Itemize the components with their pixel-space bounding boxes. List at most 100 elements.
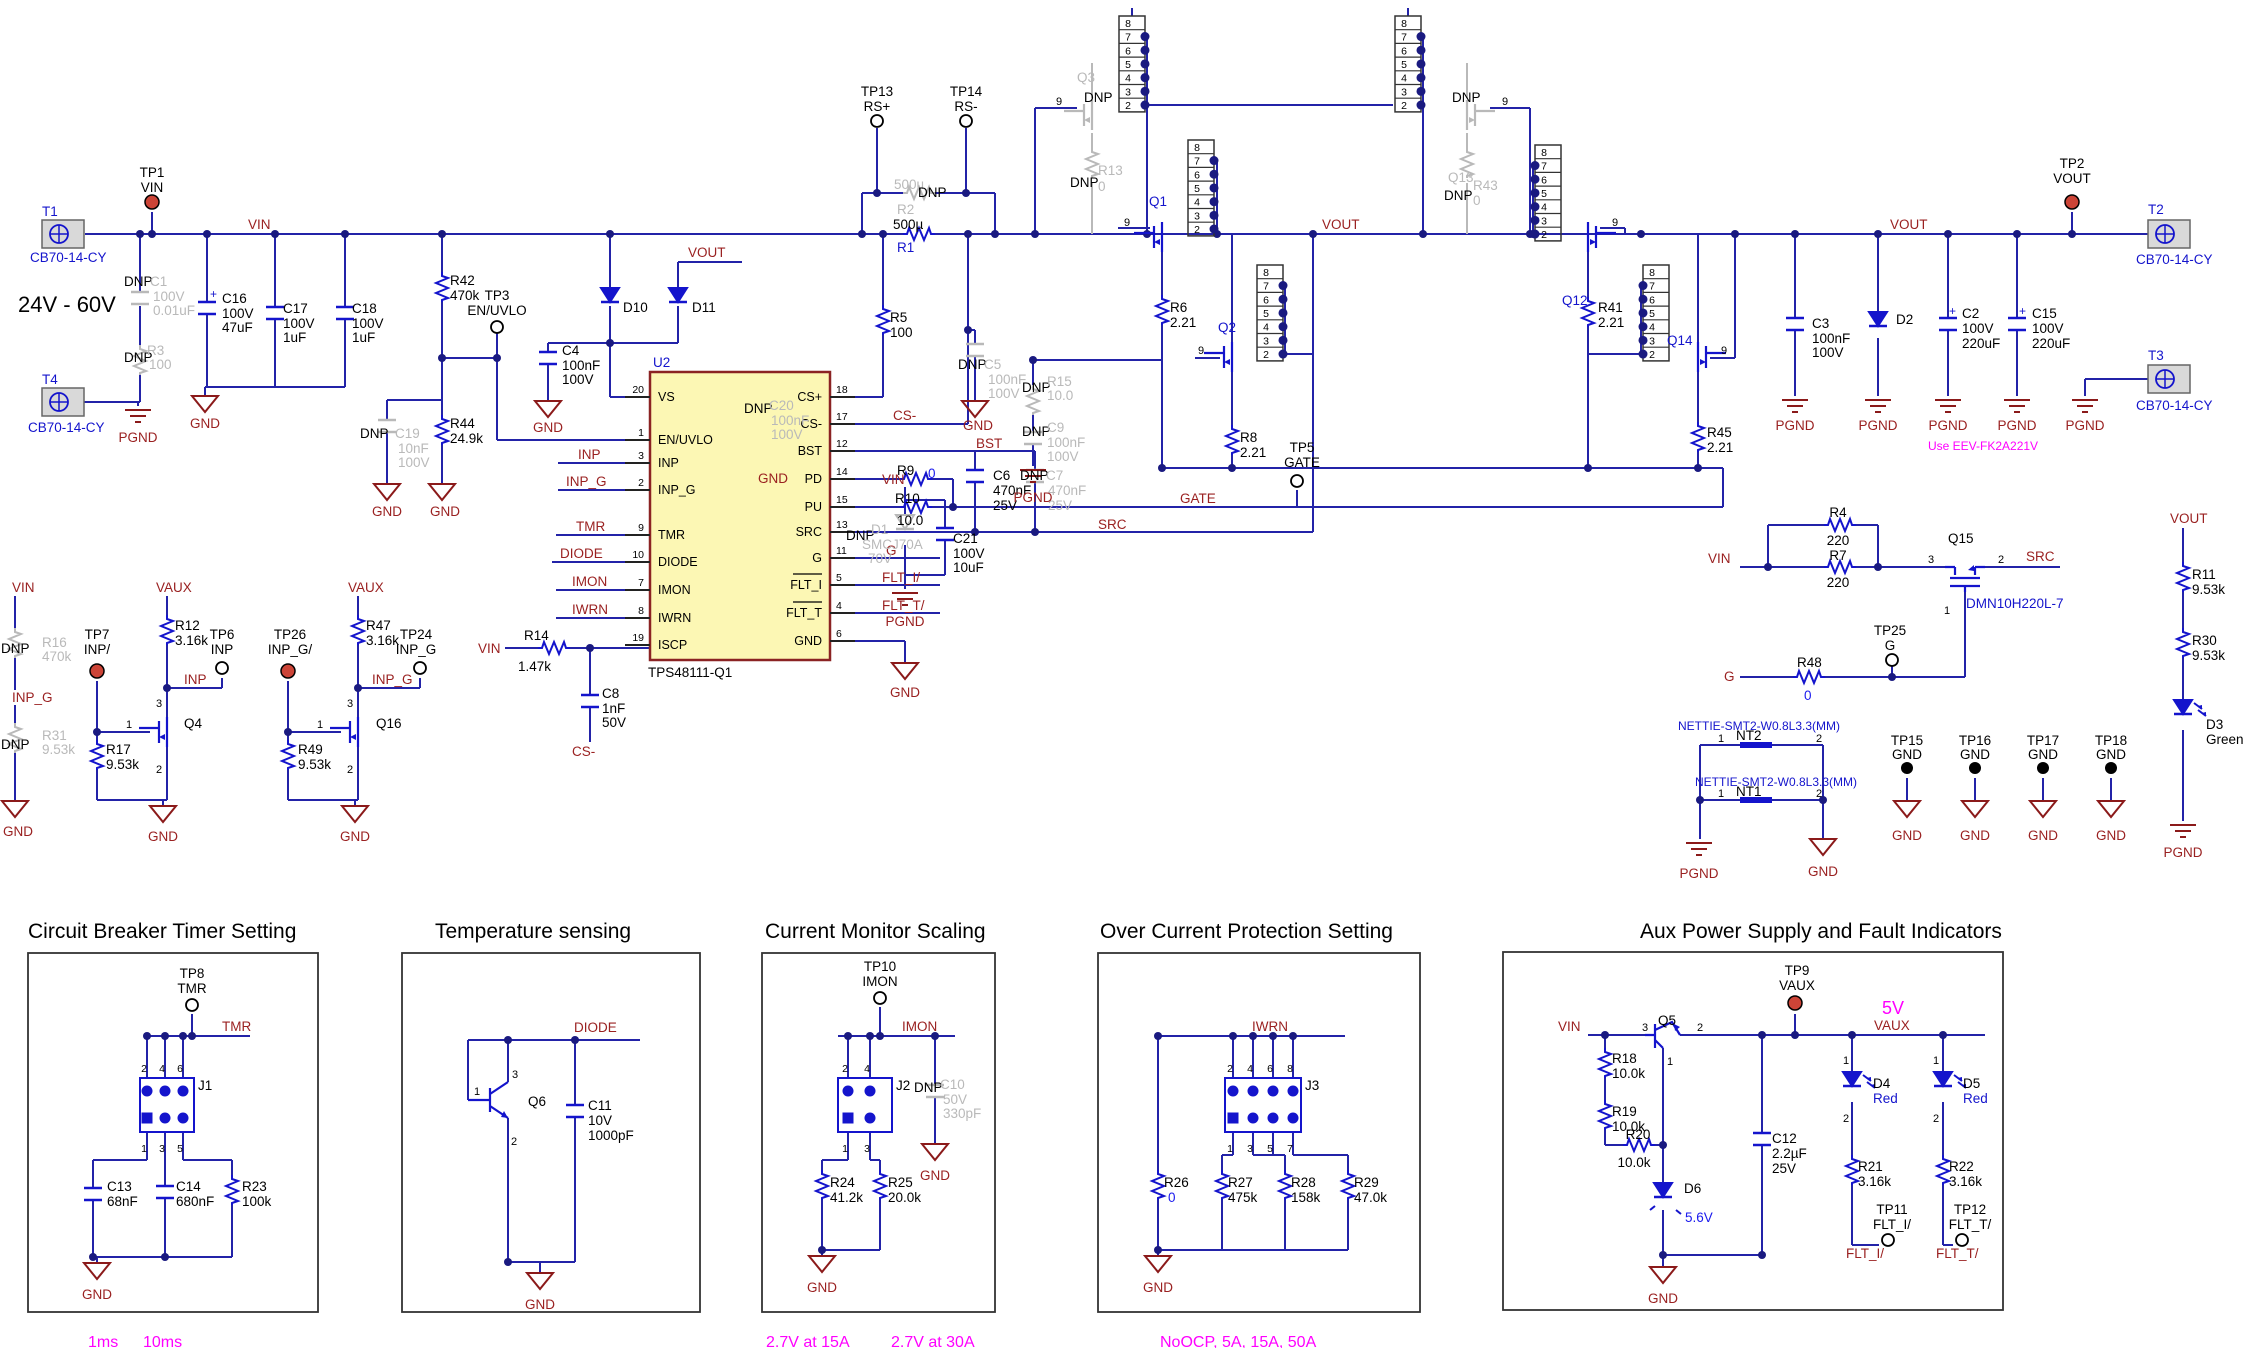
tp17-ref: TP17 xyxy=(2027,733,2059,748)
chip-pin-number-left: 7 xyxy=(638,577,644,589)
junction-dot xyxy=(179,1032,187,1040)
c2-val: 220uF xyxy=(1962,336,2000,351)
mosfet-arrow xyxy=(1154,239,1160,245)
junction-dot xyxy=(1758,1251,1766,1259)
c1-val: 0.01uF xyxy=(153,303,195,318)
vout-d3: VOUT xyxy=(2170,511,2208,526)
q1-9: 9 xyxy=(1124,217,1130,229)
junction-dot xyxy=(203,230,211,238)
r15-val: 10.0 xyxy=(1047,388,1073,403)
diode-symbol xyxy=(599,287,621,304)
r10-ref: R10 xyxy=(895,491,920,506)
junction-dot xyxy=(1419,230,1427,238)
jumper-pin-number-top: 4 xyxy=(864,1063,870,1075)
d1-ref: D1 xyxy=(871,522,888,537)
ladder-pin-number: 5 xyxy=(1649,308,1655,320)
c8-v: 1nF xyxy=(602,701,625,716)
r44-val: 24.9k xyxy=(450,431,483,446)
q16-1: 1 xyxy=(317,719,323,731)
ladder-pin-dot xyxy=(1140,100,1150,110)
capacitor-symbol xyxy=(378,418,396,434)
c9-v2: 100V xyxy=(1047,449,1079,464)
gnd-c19: GND xyxy=(372,504,402,519)
npn-arrow-q6 xyxy=(501,1111,508,1118)
tp1-net: VIN xyxy=(141,180,164,195)
src-q15: SRC xyxy=(2026,549,2055,564)
gnd-u2: GND xyxy=(890,685,920,700)
junction-dot xyxy=(962,189,970,197)
c10-dnp: DNP xyxy=(914,1080,943,1095)
gnd-symbol xyxy=(919,1143,951,1162)
tp24-net: INP_G xyxy=(396,642,437,657)
pgnd-d2: PGND xyxy=(1858,418,1897,433)
r2-val: 500u xyxy=(894,177,924,192)
d5-ref: D5 xyxy=(1963,1076,1980,1091)
jumper-pin-number-top: 2 xyxy=(842,1063,848,1075)
chip-pin-number-right: 13 xyxy=(836,519,848,531)
imon-net: IMON xyxy=(902,1019,937,1034)
d1-part: SMCJ70A xyxy=(862,537,923,552)
resistor-symbol-dnp xyxy=(131,345,149,375)
jumper-pin-number-top: 8 xyxy=(1287,1063,1293,1075)
chip-pin-number-right: 6 xyxy=(836,628,842,640)
d5-1: 1 xyxy=(1933,1055,1939,1067)
ladder-pin-dot xyxy=(1209,224,1219,234)
t1-part: CB70-14-CY xyxy=(30,250,107,265)
ann-30a: 2.7V at 30A xyxy=(891,1334,975,1348)
c11-val: 1000pF xyxy=(588,1128,634,1143)
c3-v2: 100V xyxy=(1812,345,1844,360)
c6-v2: 25V xyxy=(993,498,1017,513)
pgnd-c9: PGND xyxy=(1013,490,1052,505)
c8-v2: 50V xyxy=(602,715,626,730)
ladder-pin-dot xyxy=(1638,294,1648,304)
jumper-pin-dot xyxy=(1287,1085,1299,1097)
ladder-pin-dot xyxy=(1278,308,1288,318)
resistor-symbol xyxy=(279,740,297,770)
pgnd-symbol xyxy=(1686,842,1712,856)
bst-net: BST xyxy=(976,436,1002,451)
q16-2: 2 xyxy=(347,764,353,776)
iwrn-net: IWRN xyxy=(1252,1019,1288,1034)
r23-ref: R23 xyxy=(242,1179,267,1194)
resistor-symbol xyxy=(871,1170,889,1200)
resistor-symbol xyxy=(1793,668,1825,686)
junction-dot xyxy=(1031,528,1039,536)
jumper-pin-number-bottom: 7 xyxy=(1287,1143,1293,1155)
tp10-net: IMON xyxy=(862,974,897,989)
ladder-pin-dot xyxy=(1530,202,1540,212)
ladder-pin-number: 3 xyxy=(1649,335,1655,347)
ladder-pin-dot xyxy=(1140,73,1150,83)
gnd-symbol xyxy=(1959,800,1991,819)
c11-ref: C11 xyxy=(588,1098,612,1113)
chip-pin-name-right: G xyxy=(812,551,822,565)
r10-val: 10.0 xyxy=(897,513,923,528)
tp18-net: GND xyxy=(2096,747,2126,762)
capacitor-symbol xyxy=(198,300,216,316)
gnd-symbol xyxy=(339,805,371,824)
junction-dot xyxy=(2013,230,2021,238)
gnd-symbol xyxy=(0,800,31,819)
ladder-pin-number: 3 xyxy=(1194,210,1200,222)
tmr-net: TMR xyxy=(222,1019,251,1034)
led-arrowheads xyxy=(1958,1077,1966,1088)
c11-v: 10V xyxy=(588,1113,612,1128)
d4-ref: D4 xyxy=(1873,1076,1891,1091)
resistor-symbol xyxy=(1689,422,1707,452)
chip-pin-number-right: 12 xyxy=(836,438,848,450)
r1-ref: R1 xyxy=(897,240,914,255)
r2-ref: R2 xyxy=(897,202,914,217)
junction-dot xyxy=(866,1032,874,1040)
ladder-pin-number: 6 xyxy=(1194,169,1200,181)
section-box-2 xyxy=(401,952,701,1313)
ladder-pin-number: 5 xyxy=(1263,308,1269,320)
d4-1: 1 xyxy=(1843,1055,1849,1067)
jumper-pin-number-top: 2 xyxy=(1227,1063,1233,1075)
testpoint-red xyxy=(280,663,296,679)
ladder-pin-number: 7 xyxy=(1125,32,1131,44)
r42-ref: R42 xyxy=(450,273,475,288)
section-box-3 xyxy=(761,952,996,1313)
r19-val: 10.0k xyxy=(1612,1119,1645,1134)
junction-dot xyxy=(284,728,292,736)
